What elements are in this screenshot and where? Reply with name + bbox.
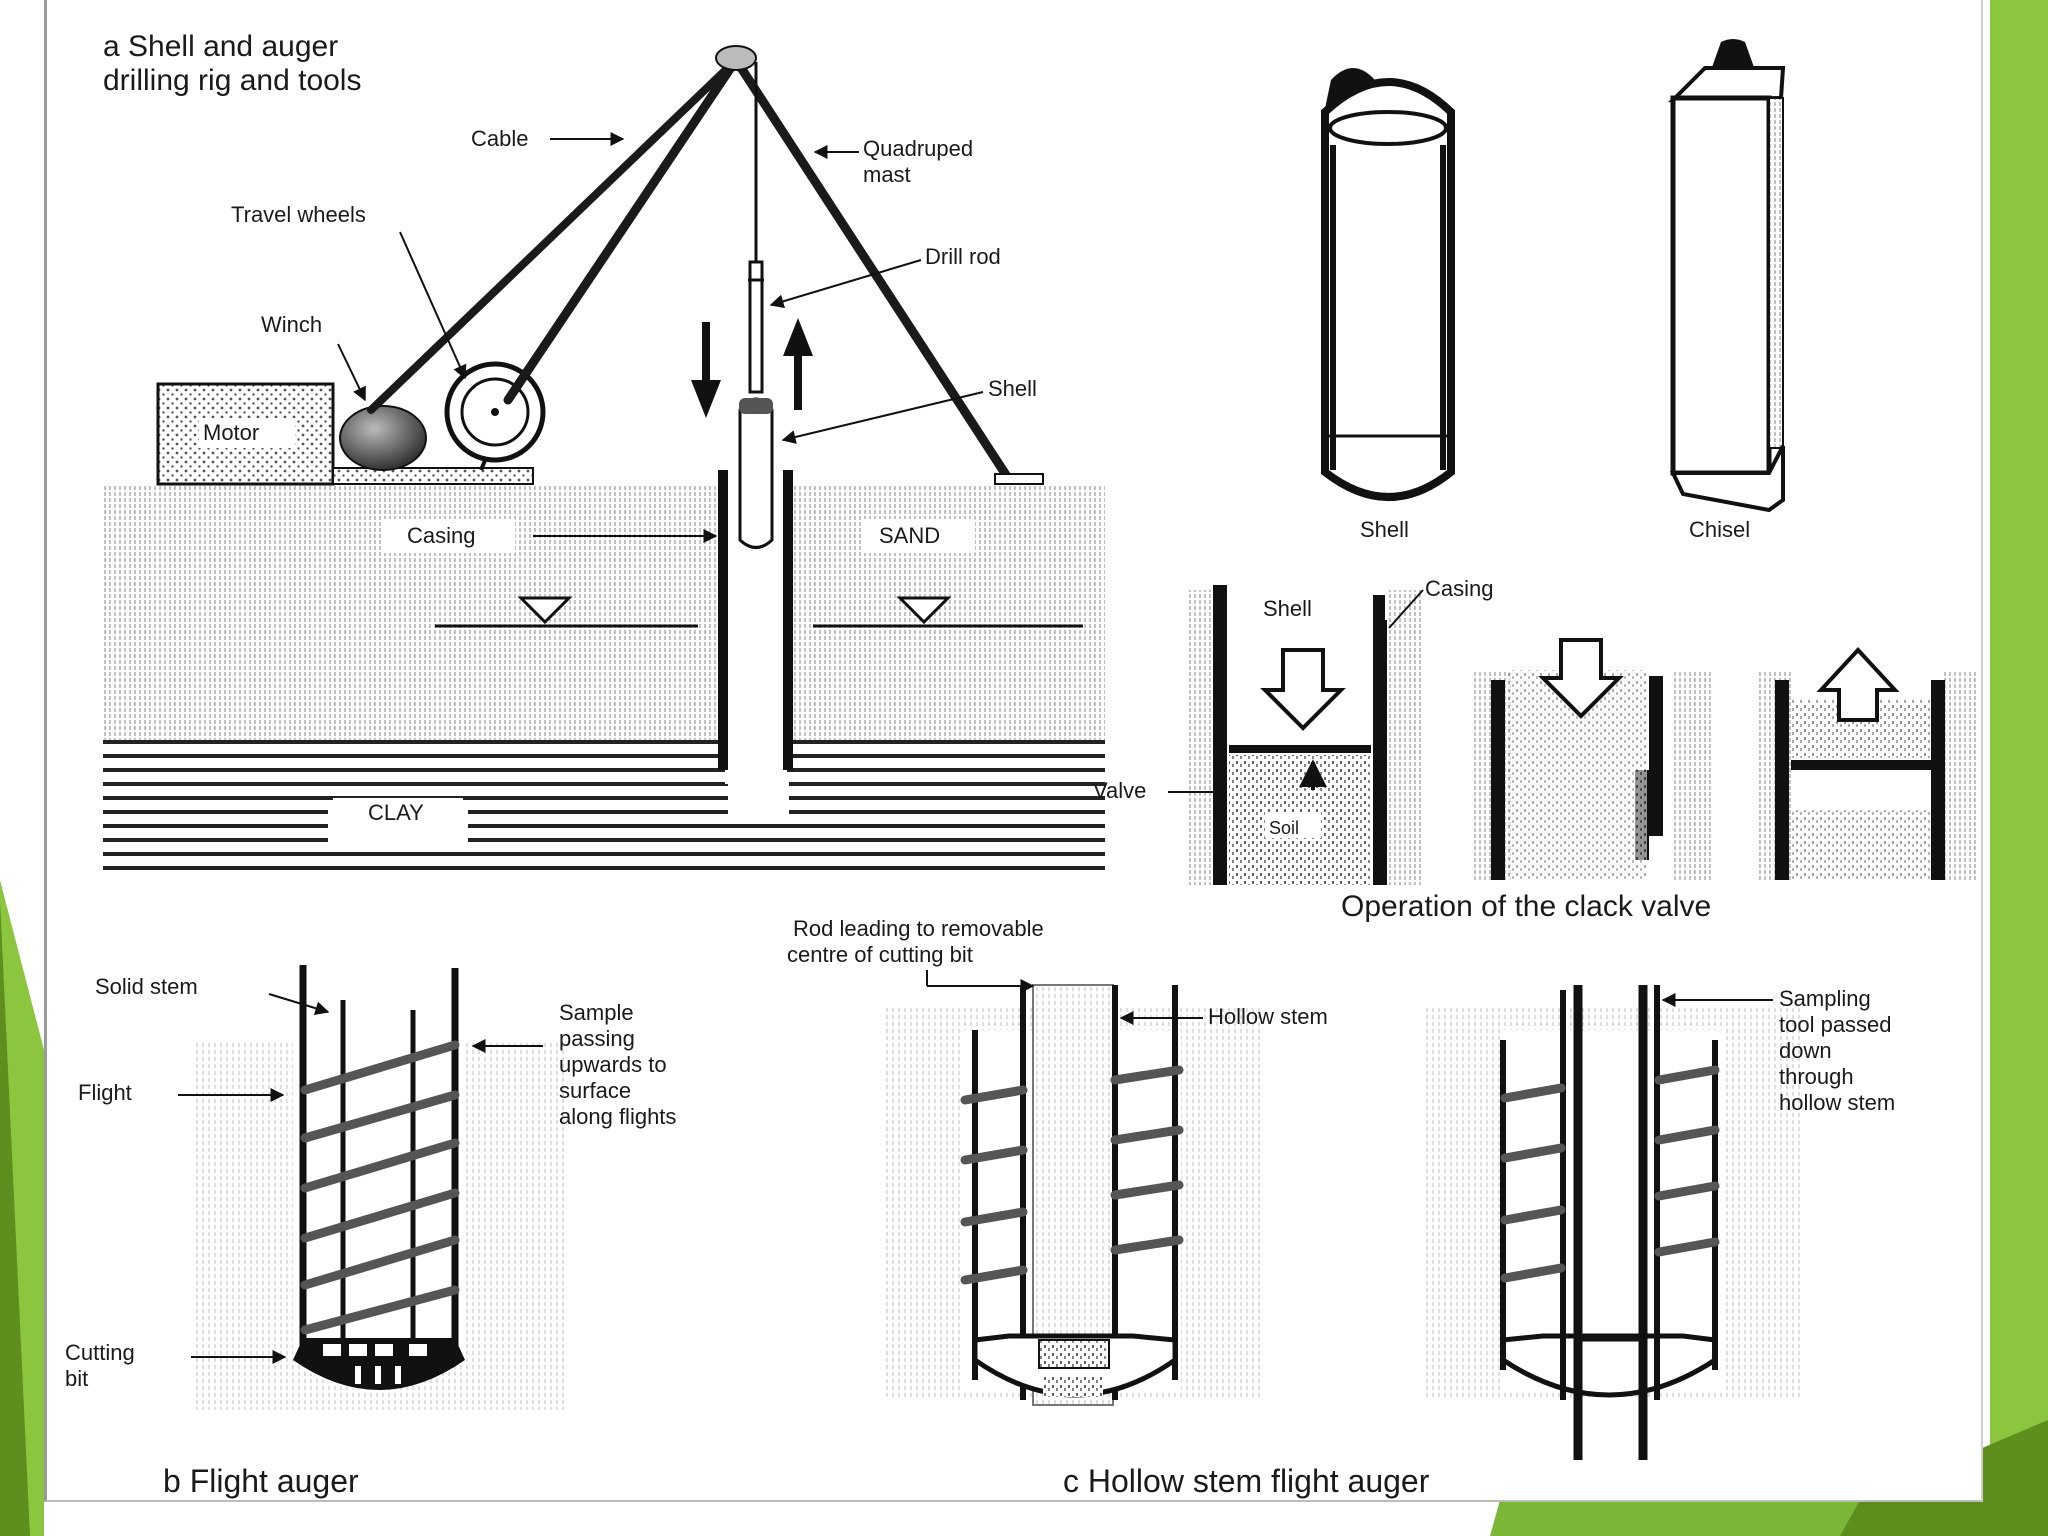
drill-rod: [748, 260, 764, 394]
clack-soil-bg: [1265, 812, 1321, 838]
casing-label-bg: [383, 519, 515, 553]
panel-c-caption: c Hollow stem flight auger: [1063, 1463, 1430, 1499]
shell-tool-cap: [739, 398, 773, 414]
flight-label: Flight: [78, 1080, 132, 1105]
diagram-drawing: a Shell and auger drilling rig and tools: [65, 30, 1977, 1499]
travel-wheels-label: Travel wheels: [231, 202, 366, 227]
clack-valve-diagram: Soil Shell Casing Valve: [1093, 576, 1977, 923]
winch-label: Winch: [261, 312, 322, 337]
tool-chisel-label: Chisel: [1689, 517, 1750, 542]
winch-drum: [339, 405, 427, 471]
rod-label-1: Rod leading to removable: [793, 916, 1044, 941]
tool-shell-label: Shell: [1360, 517, 1409, 542]
motor-label-bg: [199, 418, 295, 448]
svg-text:Sample: Sample: [559, 1000, 634, 1025]
mast-foot: [994, 473, 1044, 485]
clack-shell-label: Shell: [1263, 596, 1312, 621]
panel-c-hollow-stem-auger: Rod leading to removable centre of cutti…: [787, 916, 1895, 1499]
chisel-tool: [1668, 39, 1786, 513]
solid-stem-label: Solid stem: [95, 974, 198, 999]
svg-text:down: down: [1779, 1038, 1832, 1063]
down-arrow: [691, 322, 721, 418]
diagram-panel: a Shell and auger drilling rig and tools: [44, 0, 1983, 1502]
water-table-right: [813, 596, 1083, 628]
mast-pulley: [715, 45, 757, 71]
green-bar-right: [1990, 0, 2048, 1536]
green-wedge-left-shadow: [0, 900, 30, 1536]
svg-text:hollow stem: hollow stem: [1779, 1090, 1895, 1115]
cutting-bit-label-1: Cutting: [65, 1340, 135, 1365]
travel-wheels-leader: [399, 231, 467, 380]
svg-text:along flights: along flights: [559, 1104, 676, 1129]
clack-casing-label: Casing: [1425, 576, 1493, 601]
clay-label-bg: [333, 798, 463, 828]
sand-label: SAND: [879, 523, 940, 548]
sampling-label: Sampling tool passed down through hollow…: [1779, 986, 1895, 1115]
svg-text:through: through: [1779, 1064, 1854, 1089]
up-arrow: [783, 318, 813, 410]
shell-tool: [738, 397, 774, 549]
panel-a-rig: a Shell and auger drilling rig and tools: [103, 30, 1105, 870]
casing-right: [783, 470, 793, 770]
clay-layer: [103, 740, 1105, 870]
rod-label-2: centre of cutting bit: [787, 942, 973, 967]
casing-left: [718, 470, 728, 770]
panel-a-title-1: a Shell and auger: [103, 30, 338, 63]
cutting-bit-label-2: bit: [65, 1366, 88, 1391]
cable-label: Cable: [471, 126, 528, 151]
winch-leader: [337, 343, 366, 402]
water-table-left: [435, 596, 698, 628]
svg-text:tool passed: tool passed: [1779, 1012, 1892, 1037]
svg-text:upwards to: upwards to: [559, 1052, 667, 1077]
shell-label: Shell: [988, 376, 1037, 401]
svg-text:surface: surface: [559, 1078, 631, 1103]
sample-label: Sample passing upwards to surface along …: [559, 1000, 676, 1129]
clack-valve-label: Valve: [1093, 778, 1146, 803]
rig-base: [332, 467, 534, 485]
drill-rod-label: Drill rod: [925, 244, 1001, 269]
casing-label: Casing: [407, 523, 475, 548]
shell-leader: [781, 391, 984, 444]
mast-label-1: Quadruped: [863, 136, 973, 161]
cutting-bit-c-open: [1500, 1333, 1718, 1398]
shell-tool-large: [1321, 68, 1455, 501]
panel-b-flight-auger: Solid stem Flight Sample passing upwards…: [65, 965, 676, 1499]
svg-text:Sampling: Sampling: [1779, 986, 1871, 1011]
panel-a-title-2: drilling rig and tools: [103, 64, 361, 97]
tools-shell-chisel: Shell Chisel: [1321, 39, 1786, 542]
clay-label: CLAY: [368, 800, 424, 825]
hollow-stem-label: Hollow stem: [1208, 1004, 1328, 1029]
drill-rod-leader: [769, 259, 922, 309]
travel-wheel: [444, 361, 546, 471]
svg-text:passing: passing: [559, 1026, 635, 1051]
clack-caption: Operation of the clack valve: [1341, 890, 1711, 923]
panel-b-caption: b Flight auger: [163, 1463, 359, 1499]
sand-label-bg: [863, 519, 975, 553]
quadruped-mast: [367, 55, 1013, 483]
clack-soil-label: Soil: [1269, 818, 1299, 838]
motor-label: Motor: [203, 420, 259, 445]
auger-flights: [300, 1040, 460, 1335]
mast-label-2: mast: [863, 162, 911, 187]
